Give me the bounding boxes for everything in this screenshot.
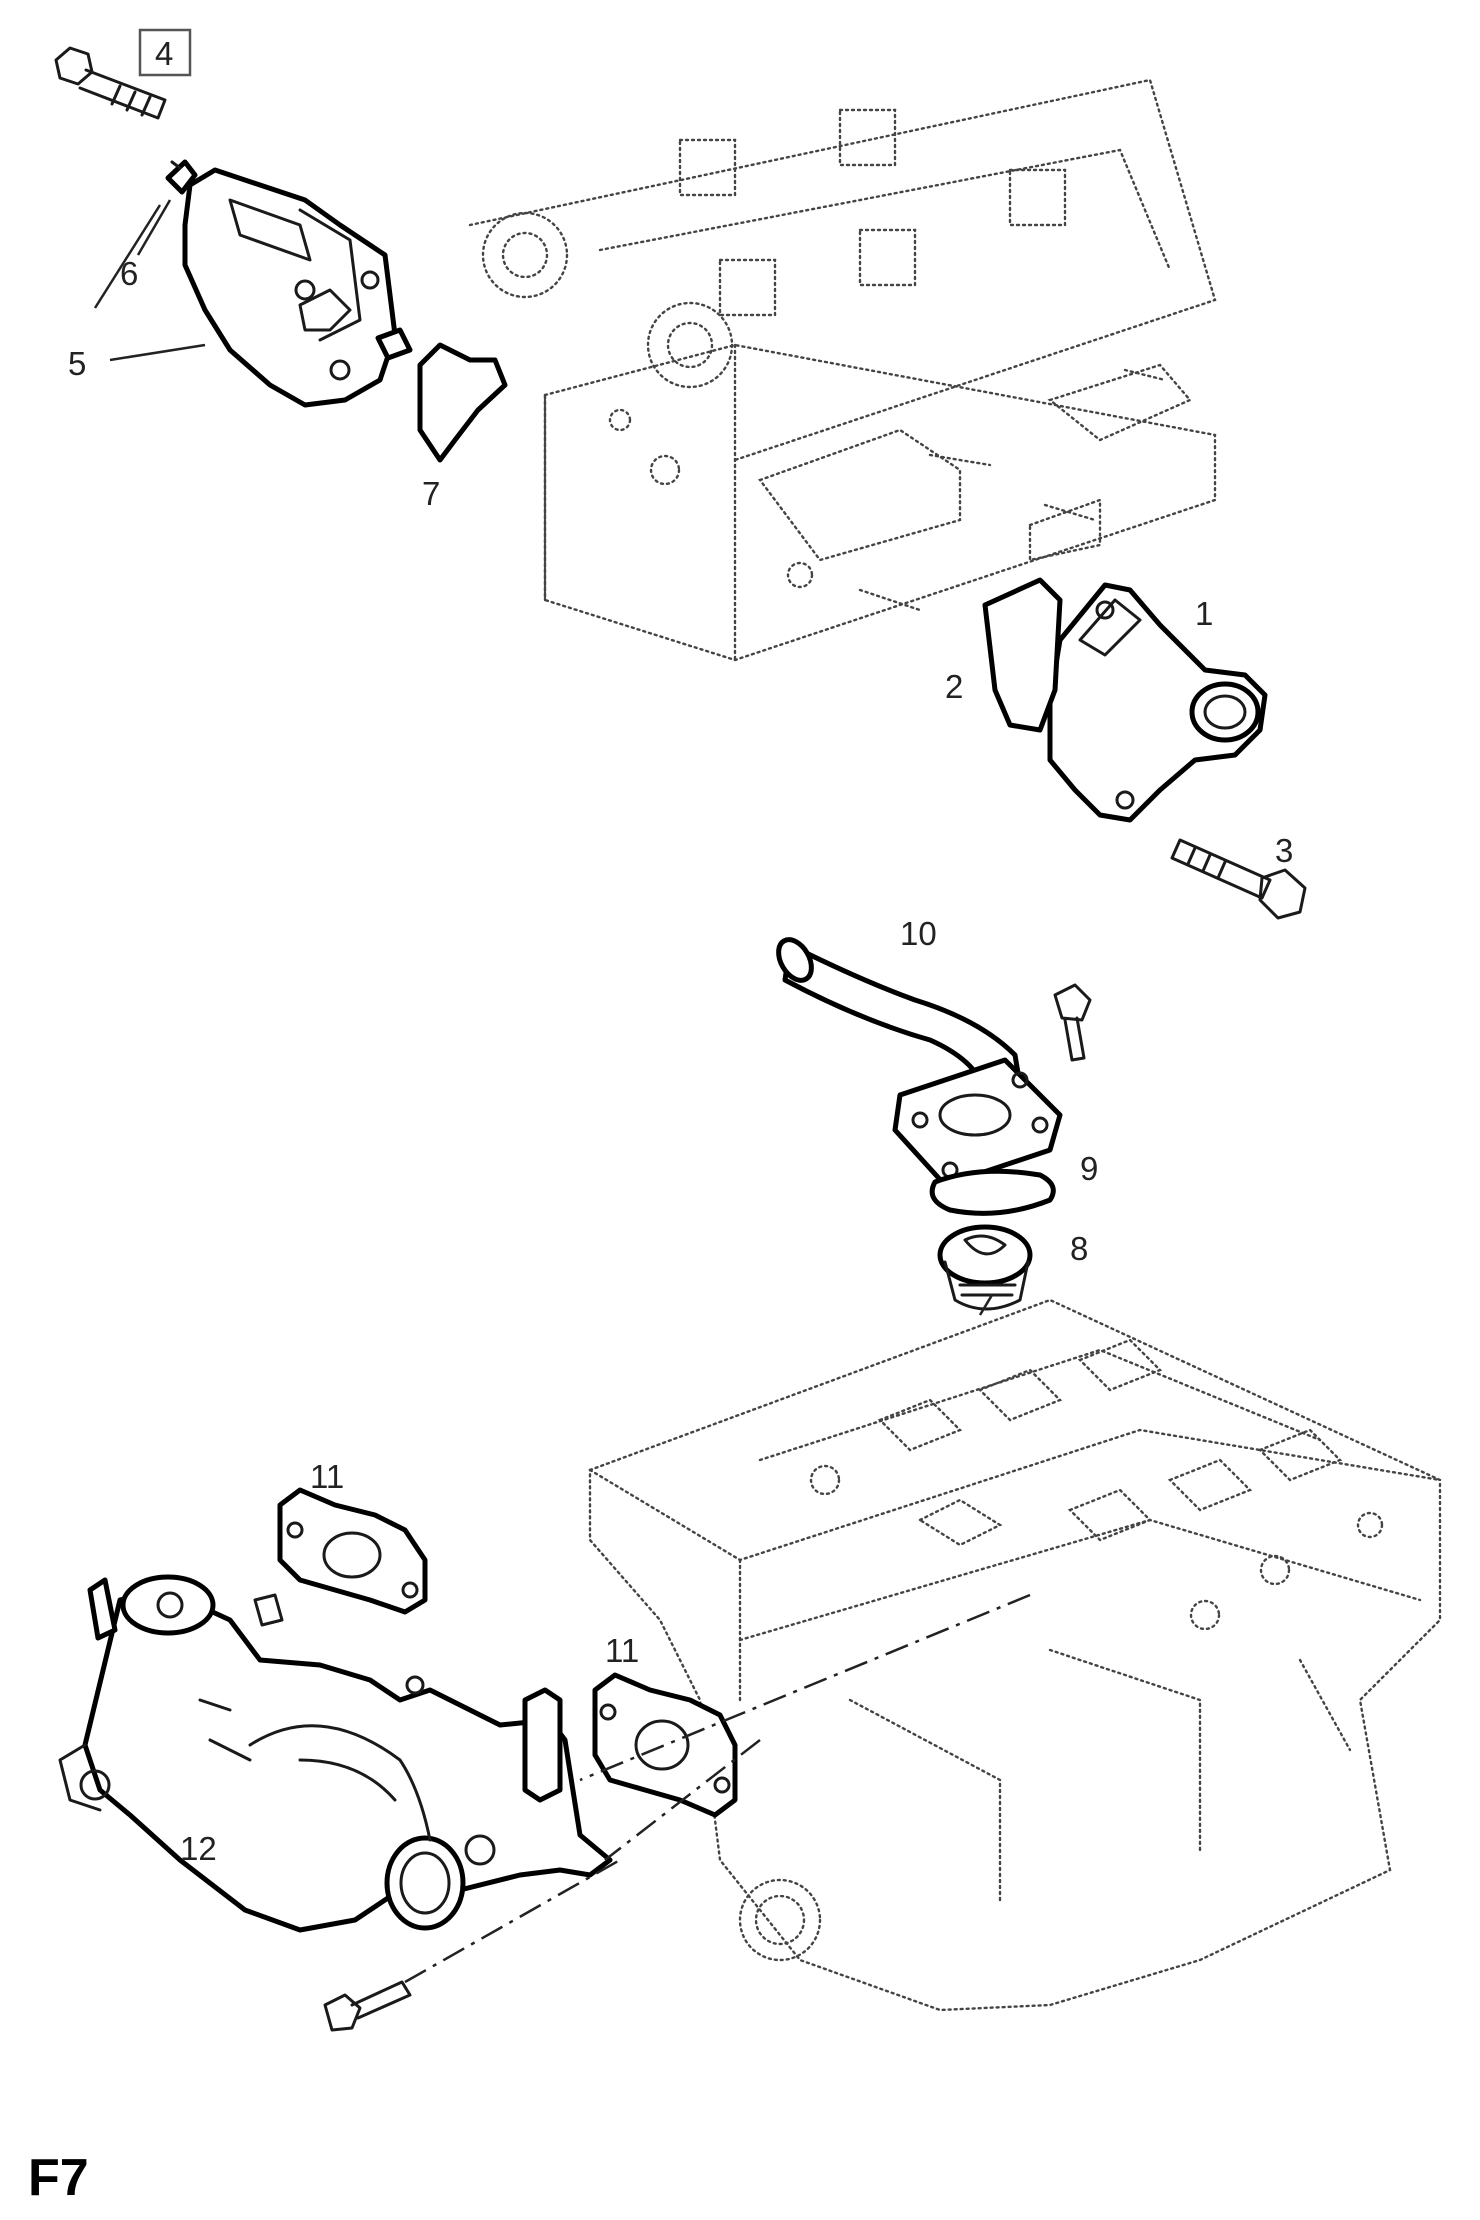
callout-3: 3 [1275,832,1293,869]
figure-code: F7 [28,2149,89,2207]
callout-10: 10 [900,915,937,952]
engine-block-assembly [588,1298,1442,2012]
pipe-part-10 [776,937,1063,1188]
callout-6: 6 [120,255,138,292]
callout-box-4 [138,28,192,77]
small-bolt-near-part-10 [1053,983,1092,1062]
outlet-housing-part-1 [1047,582,1268,823]
leader-lines [93,199,206,362]
gasket-part-2 [982,577,1063,733]
bolt-part-4 [54,46,167,120]
callout-2: 2 [945,668,963,705]
thermostat-part-8 [937,1224,1033,1311]
callout-4: 4 [155,35,173,72]
callout-11-lower: 11 [605,1632,639,1669]
pump-housing-part-12 [58,1574,613,1933]
seal-ring-part-9 [929,1168,1056,1216]
callout-11-upper: 11 [310,1458,344,1495]
gasket-part-7 [417,342,508,463]
gasket-part-11-upper [277,1487,428,1615]
callout-8: 8 [1070,1230,1088,1267]
callout-9: 9 [1080,1150,1098,1187]
bolt-part-3 [1170,838,1307,920]
alignment-lines [404,1289,1031,1984]
callout-7: 7 [422,475,440,512]
callout-1: 1 [1195,595,1213,632]
small-bolt-bottom [323,1980,412,2032]
callout-12: 12 [180,1830,217,1867]
cylinder-head-assembly [468,78,1217,662]
callout-5: 5 [68,345,86,382]
housing-part-5 [165,159,413,408]
gasket-part-11-lower [592,1672,738,1818]
